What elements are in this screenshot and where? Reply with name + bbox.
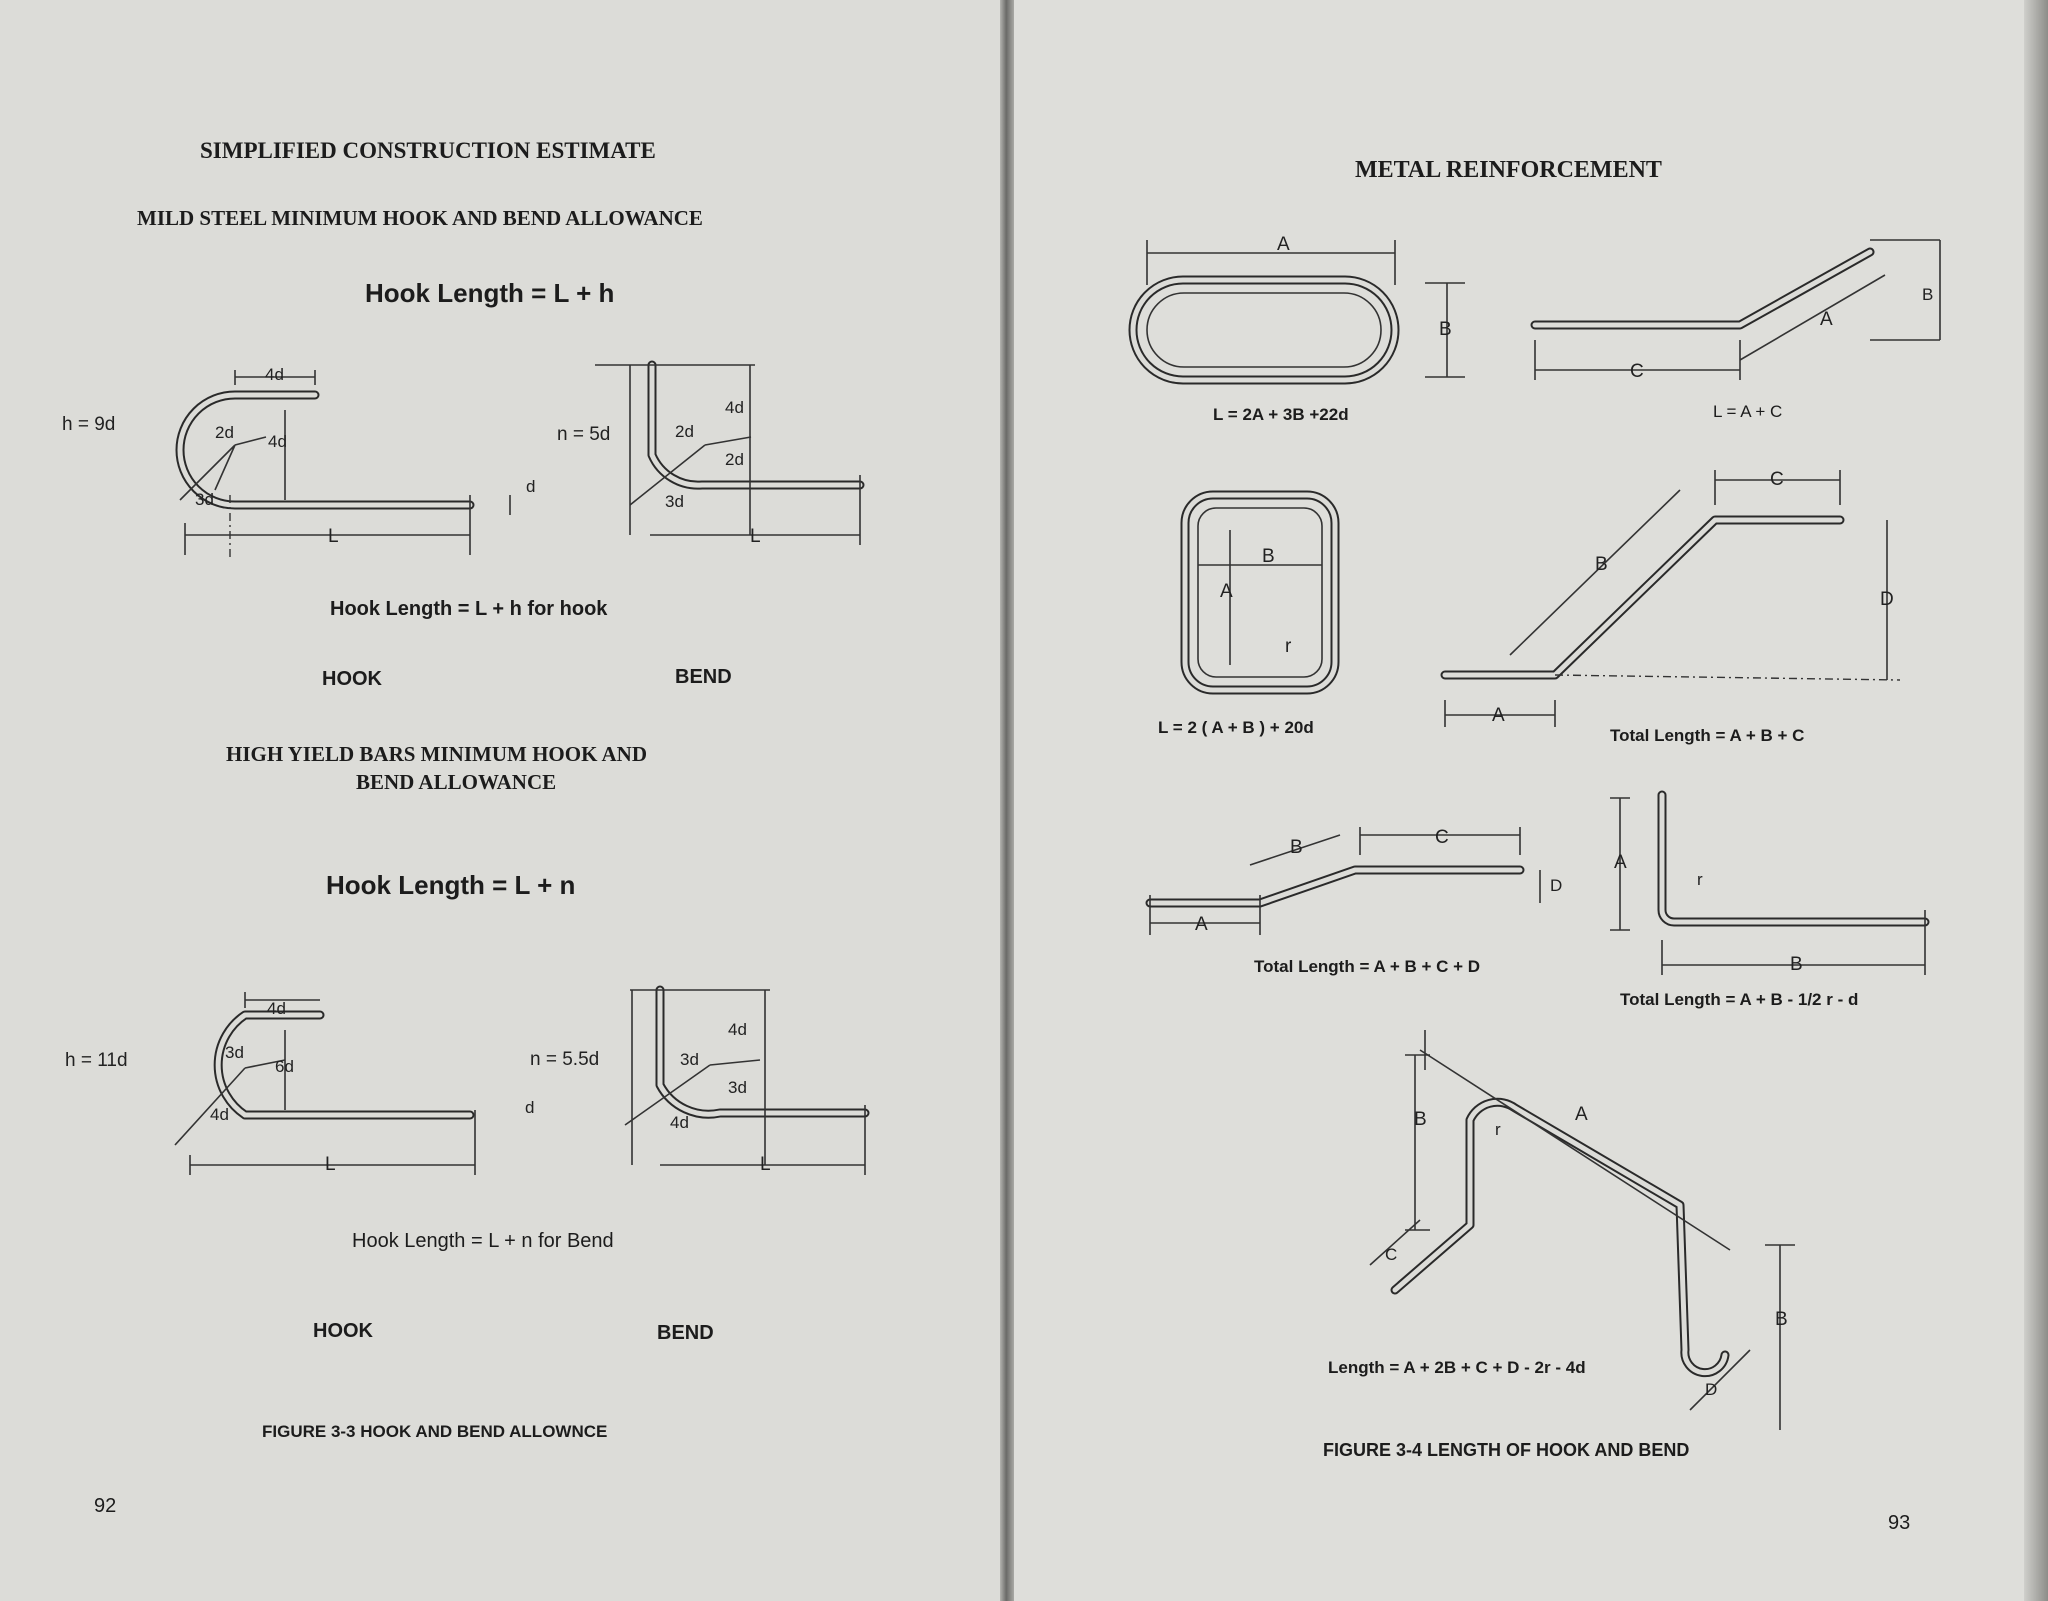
label-B-left: B <box>1414 1109 1427 1130</box>
label-C: C <box>1630 361 1644 382</box>
figure-caption-3-4: FIGURE 3-4 LENGTH OF HOOK AND BEND <box>1323 1440 1690 1460</box>
mild-steel-hook-diagram: h = 9d 4d 2d 4d 3d d L <box>62 365 535 560</box>
high-yield-hook-diagram: h = 11d 4d 3d 6d 4d d L <box>65 992 534 1175</box>
label-2d-a: 2d <box>675 422 694 441</box>
formula-f4: Total Length = A + B + C <box>1610 726 1805 745</box>
label-3d: 3d <box>225 1043 244 1062</box>
formula-hook-length-h: Hook Length = L + h <box>365 278 615 308</box>
small-crank-diagram: A B C D <box>1145 827 1562 935</box>
label-B-right: B <box>1775 1309 1788 1330</box>
label-4d: 4d <box>725 398 744 417</box>
label-C: C <box>1385 1245 1397 1264</box>
mild-steel-bend-diagram: n = 5d 4d 2d 2d 3d L <box>557 360 865 547</box>
formula-hook-length-n: Hook Length = L + n <box>326 870 576 900</box>
label-n-5-5d: n = 5.5d <box>530 1049 599 1070</box>
high-yield-bend-diagram: n = 5.5d 4d 3d 3d 4d L <box>530 985 870 1175</box>
figure-caption-3-3: FIGURE 3-3 HOOK AND BEND ALLOWNCE <box>262 1422 608 1441</box>
label-4d-b: 4d <box>670 1113 689 1132</box>
caption-hook-length-h: Hook Length = L + h for hook <box>330 598 608 620</box>
label-A: A <box>1195 914 1208 935</box>
label-B: B <box>1790 954 1803 975</box>
label-D: D <box>1705 1380 1717 1399</box>
right-page <box>1006 0 2048 1601</box>
section-title-mild-steel: MILD STEEL MINIMUM HOOK AND BEND ALLOWAN… <box>137 206 703 230</box>
formula-f2: L = A + C <box>1713 402 1783 421</box>
label-2d: 2d <box>215 423 234 442</box>
bent-up-bar-diagram: A B C D <box>1440 469 1901 727</box>
page-number-92: 92 <box>94 1495 117 1517</box>
cranked-bar-diagram: C A B <box>1530 239 1941 382</box>
label-2d-b: 2d <box>725 450 744 469</box>
label-hook-2: HOOK <box>313 1320 373 1342</box>
label-r: r <box>1495 1120 1501 1139</box>
label-r: r <box>1285 636 1292 657</box>
label-4d-top: 4d <box>265 365 284 384</box>
label-bend-1: BEND <box>675 666 732 688</box>
label-4d: 4d <box>728 1020 747 1039</box>
label-4d-mid: 4d <box>268 432 287 451</box>
label-A: A <box>1492 705 1505 726</box>
closed-loop-diagram: A B <box>1128 234 1465 385</box>
page-edge <box>2024 0 2048 1601</box>
rectangular-stirrup-diagram: B A r <box>1180 490 1340 695</box>
three-dimensional-bar-diagram: A B B C D r <box>1369 1030 1795 1430</box>
label-3d: 3d <box>195 490 214 509</box>
label-A: A <box>1820 309 1833 330</box>
label-B: B <box>1290 837 1303 858</box>
running-head-right: METAL REINFORCEMENT <box>1355 157 1662 183</box>
label-3d-b: 3d <box>728 1078 747 1097</box>
label-h-9d: h = 9d <box>62 414 115 435</box>
label-A: A <box>1614 852 1627 873</box>
formula-f7: Length = A + 2B + C + D - 2r - 4d <box>1328 1358 1586 1377</box>
label-hook-1: HOOK <box>322 668 382 690</box>
label-B: B <box>1439 319 1452 340</box>
label-B: B <box>1922 285 1933 304</box>
label-D: D <box>1550 876 1562 895</box>
label-4d-top: 4d <box>267 999 286 1018</box>
label-C: C <box>1435 827 1449 848</box>
label-3d-a: 3d <box>680 1050 699 1069</box>
label-L: L <box>750 526 761 547</box>
label-d: d <box>526 477 535 496</box>
formula-f1: L = 2A + 3B +22d <box>1213 405 1349 424</box>
section-title-high-yield-2: BEND ALLOWANCE <box>356 770 557 794</box>
label-L: L <box>328 526 339 547</box>
label-d: d <box>525 1098 534 1117</box>
label-B: B <box>1595 554 1608 575</box>
label-bend-2: BEND <box>657 1322 714 1344</box>
label-n-5d: n = 5d <box>557 424 610 445</box>
left-page <box>0 0 1006 1601</box>
l-bar-diagram: A r B <box>1610 790 1930 975</box>
label-A: A <box>1575 1104 1588 1125</box>
label-D: D <box>1880 589 1894 610</box>
label-3d: 3d <box>665 492 684 511</box>
running-head-left: SIMPLIFIED CONSTRUCTION ESTIMATE <box>200 138 656 163</box>
label-C: C <box>1770 469 1784 490</box>
book-spine <box>1000 0 1014 1601</box>
label-B: B <box>1262 546 1275 567</box>
section-title-high-yield-1: HIGH YIELD BARS MINIMUM HOOK AND <box>226 742 647 766</box>
label-L: L <box>325 1154 336 1175</box>
formula-f5: Total Length = A + B + C + D <box>1254 957 1481 976</box>
caption-hook-length-n: Hook Length = L + n for Bend <box>352 1230 614 1252</box>
label-A: A <box>1220 581 1233 602</box>
label-A: A <box>1277 234 1290 255</box>
label-4d: 4d <box>210 1105 229 1124</box>
label-L: L <box>760 1154 771 1175</box>
label-h-11d: h = 11d <box>65 1050 128 1071</box>
label-6d: 6d <box>275 1057 294 1076</box>
label-r: r <box>1697 870 1703 889</box>
formula-f3: L = 2 ( A + B ) + 20d <box>1158 718 1314 737</box>
formula-f6: Total Length = A + B - 1/2 r - d <box>1620 990 1859 1009</box>
page-number-93: 93 <box>1888 1512 1911 1534</box>
